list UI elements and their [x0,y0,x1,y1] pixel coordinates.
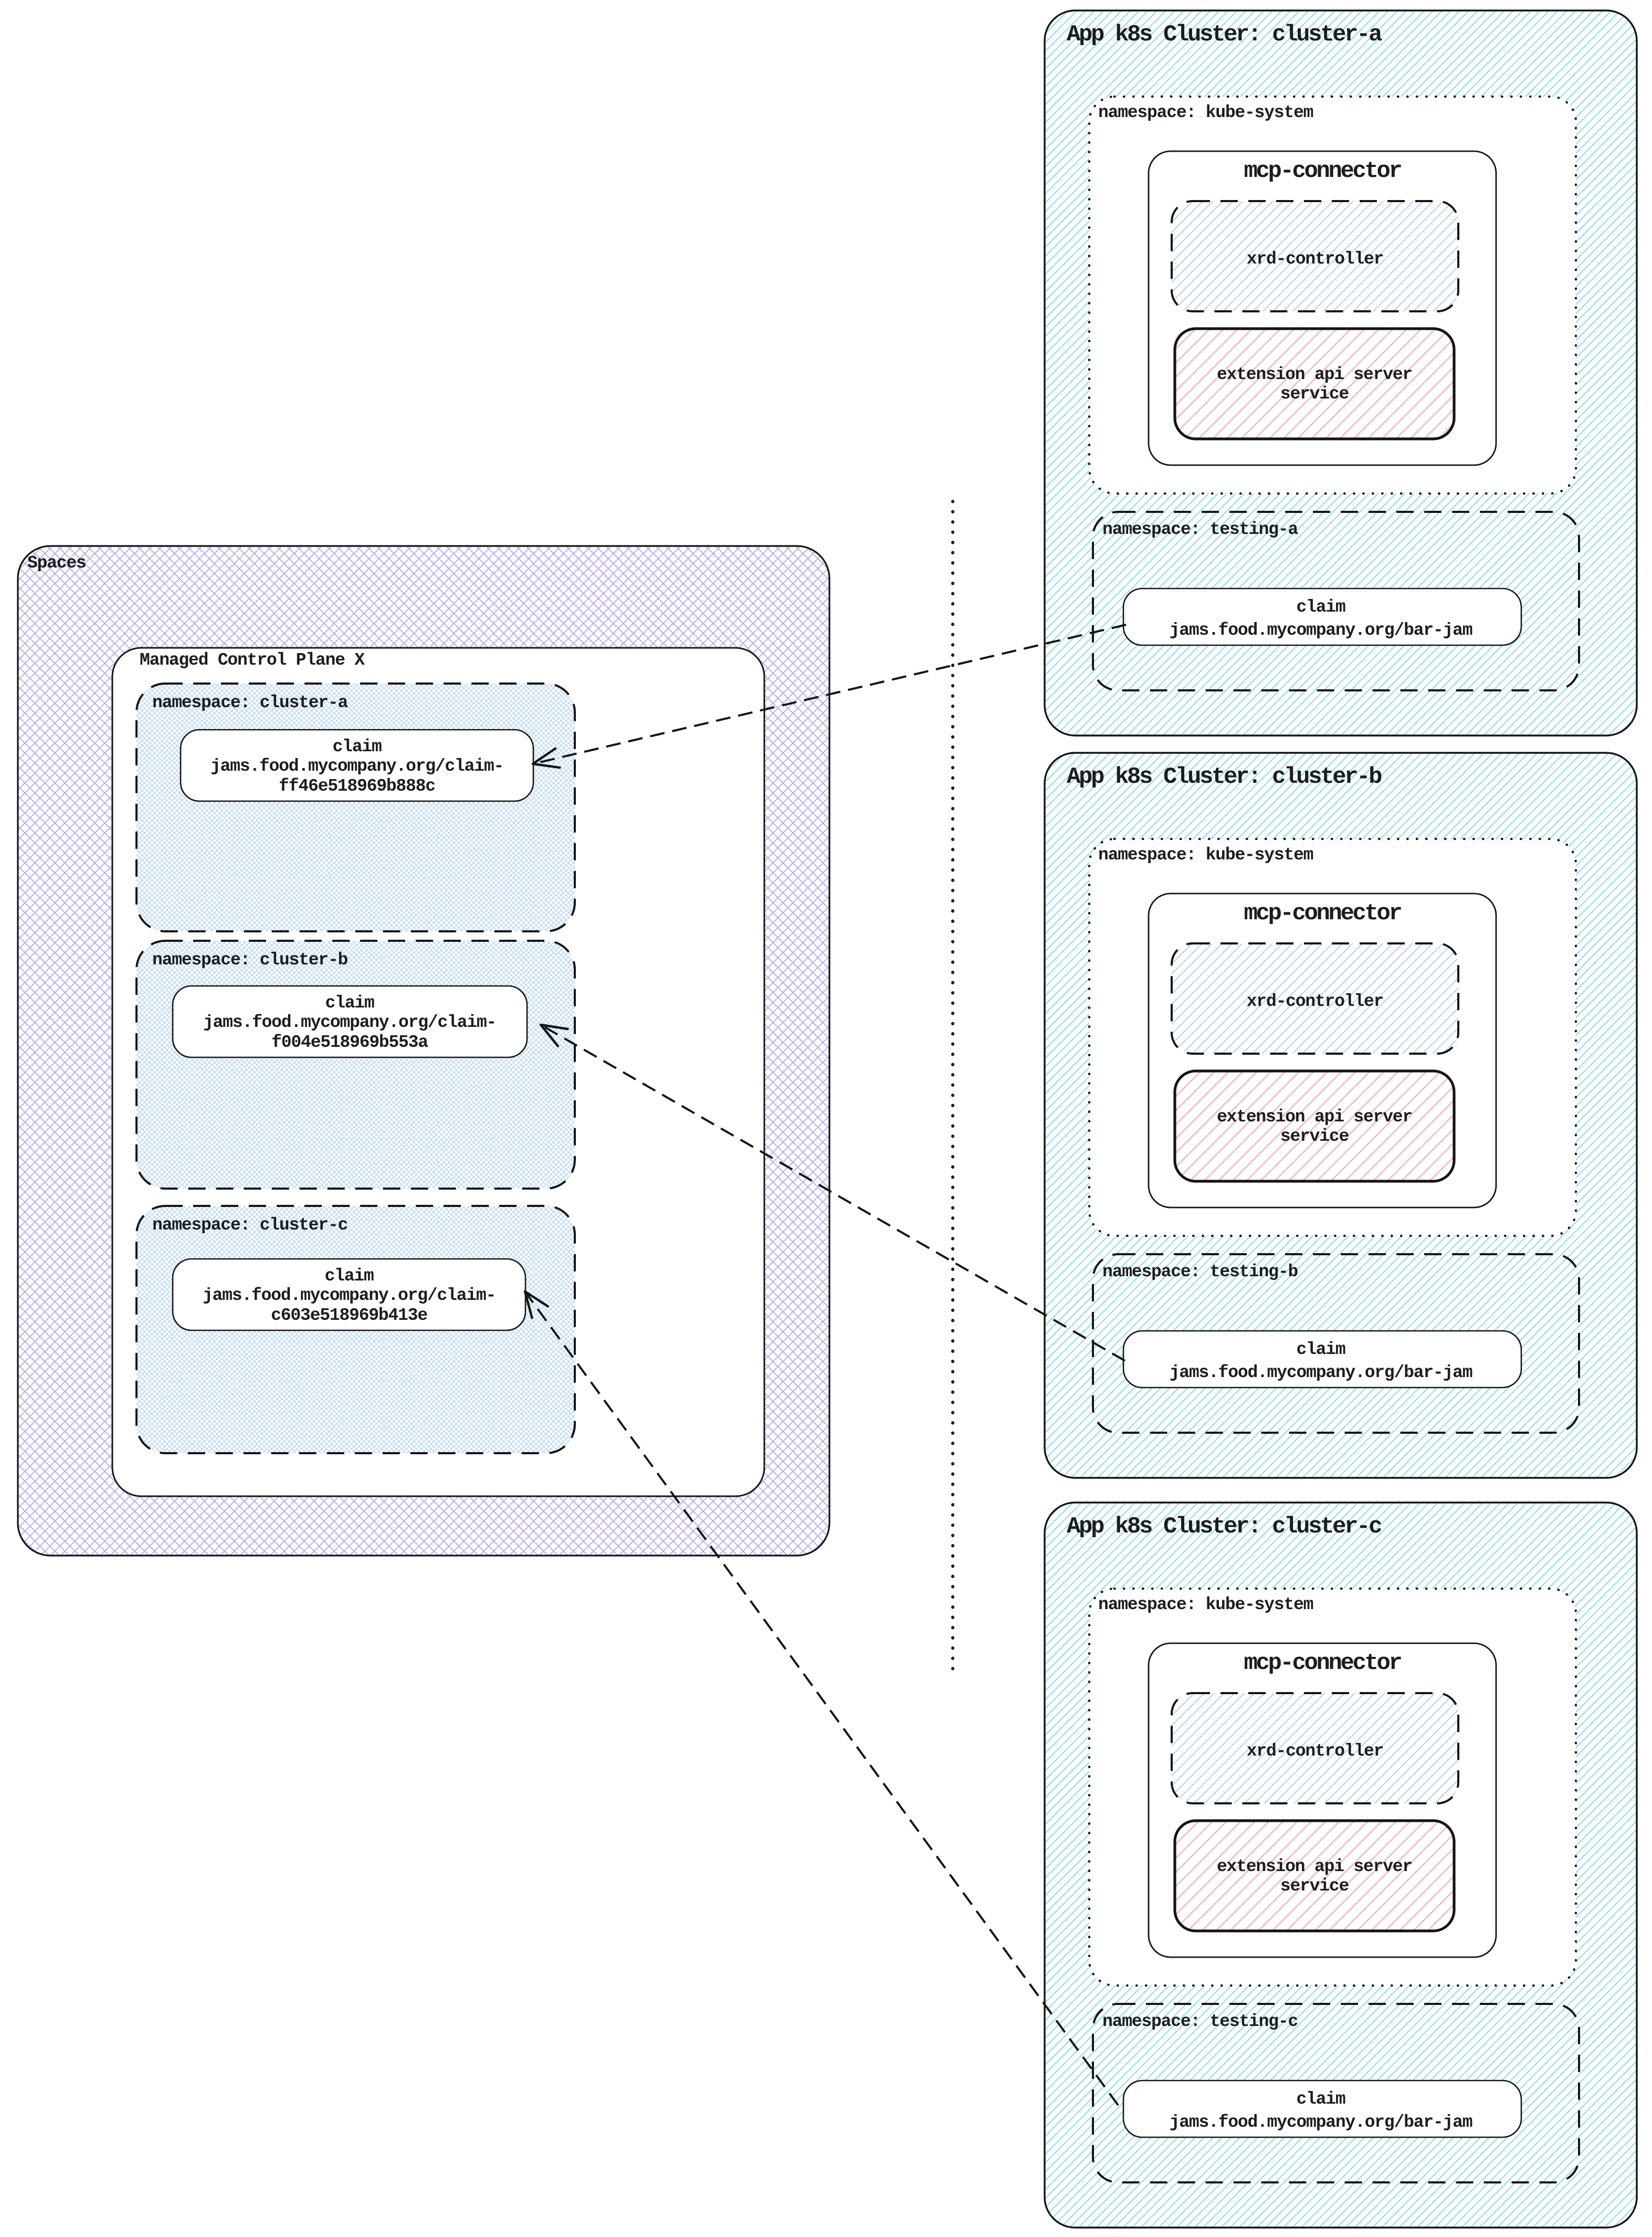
svg-text:claim: claim [324,1266,373,1286]
svg-text:extension api server: extension api server [1217,1107,1412,1127]
svg-text:jams.food.mycompany.org/bar-ja: jams.food.mycompany.org/bar-jam [1170,1363,1472,1382]
svg-text:namespace: cluster-a: namespace: cluster-a [152,693,348,712]
svg-text:jams.food.mycompany.org/claim-: jams.food.mycompany.org/claim- [203,1286,496,1305]
svg-text:namespace: kube-system: namespace: kube-system [1098,845,1313,865]
svg-text:mcp-connector: mcp-connector [1244,900,1401,927]
svg-text:mcp-connector: mcp-connector [1244,158,1401,184]
svg-text:c603e518969b413e: c603e518969b413e [271,1306,427,1325]
svg-text:service: service [1280,384,1349,404]
svg-text:f004e518969b553a: f004e518969b553a [271,1033,428,1052]
svg-text:namespace: cluster-b: namespace: cluster-b [152,950,348,970]
svg-text:namespace: kube-system: namespace: kube-system [1098,1595,1313,1614]
svg-text:namespace: testing-b: namespace: testing-b [1102,1262,1298,1282]
svg-text:jams.food.mycompany.org/bar-ja: jams.food.mycompany.org/bar-jam [1170,2113,1472,2132]
svg-text:extension api server: extension api server [1217,1857,1412,1876]
svg-text:namespace: cluster-c: namespace: cluster-c [152,1215,348,1235]
svg-text:mcp-connector: mcp-connector [1244,1650,1401,1676]
svg-text:claim: claim [1296,597,1345,617]
svg-text:claim: claim [1296,2089,1345,2109]
svg-text:App k8s Cluster: cluster-c: App k8s Cluster: cluster-c [1067,1514,1381,1540]
svg-text:claim: claim [325,993,374,1013]
svg-text:xrd-controller: xrd-controller [1247,992,1383,1011]
svg-text:extension api server: extension api server [1217,365,1412,384]
svg-text:jams.food.mycompany.org/bar-ja: jams.food.mycompany.org/bar-jam [1170,621,1472,640]
svg-text:namespace: testing-c: namespace: testing-c [1102,2012,1298,2031]
svg-text:claim: claim [332,737,381,757]
svg-text:Spaces: Spaces [27,553,86,573]
svg-text:namespace: kube-system: namespace: kube-system [1098,103,1313,122]
svg-text:jams.food.mycompany.org/claim-: jams.food.mycompany.org/claim- [211,757,503,776]
svg-text:Managed Control Plane X: Managed Control Plane X [140,650,365,670]
svg-text:xrd-controller: xrd-controller [1247,1741,1383,1761]
svg-text:xrd-controller: xrd-controller [1247,249,1383,269]
svg-text:service: service [1280,1127,1349,1146]
svg-text:service: service [1280,1876,1349,1896]
svg-text:App k8s Cluster: cluster-b: App k8s Cluster: cluster-b [1067,764,1382,790]
svg-text:jams.food.mycompany.org/claim-: jams.food.mycompany.org/claim- [203,1013,496,1032]
svg-text:namespace: testing-a: namespace: testing-a [1102,520,1298,539]
svg-text:ff46e518969b888c: ff46e518969b888c [279,776,435,796]
svg-text:App k8s Cluster: cluster-a: App k8s Cluster: cluster-a [1067,22,1382,48]
svg-text:claim: claim [1296,1340,1345,1359]
